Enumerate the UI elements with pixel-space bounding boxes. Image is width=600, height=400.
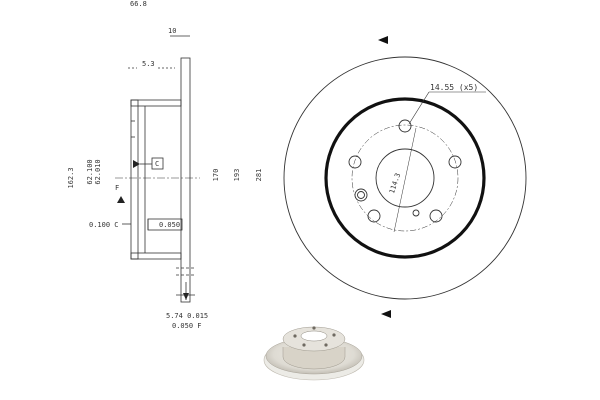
locating-hole bbox=[354, 188, 368, 202]
dim-bore-min: 62.010 bbox=[94, 159, 102, 184]
disc-bolt-hole bbox=[332, 333, 336, 337]
dim-hat-depth: 10 bbox=[168, 27, 176, 35]
friction-ring-section bbox=[180, 57, 191, 303]
tol-thickness: 5.74 0.015 bbox=[166, 312, 208, 320]
disc-hat-wall bbox=[282, 347, 346, 370]
disc-bolt-hole bbox=[324, 343, 328, 347]
datum-f-label: F bbox=[115, 184, 119, 192]
center-bore bbox=[375, 148, 435, 208]
tol-flatness: 0.050 bbox=[159, 221, 180, 229]
tol-runout-c: 0.100 C bbox=[89, 221, 119, 229]
bolt-hole bbox=[429, 209, 443, 223]
section-view: 66.8 10 5.3 162.3 62.100 62.010 170 193 … bbox=[67, 0, 263, 330]
rotor-outer-circle bbox=[283, 56, 527, 300]
leader-line bbox=[408, 91, 430, 125]
disc-3d-thumbnail bbox=[263, 326, 365, 381]
bolt-hole bbox=[367, 209, 381, 223]
front-pcd: 114.3 bbox=[388, 172, 402, 195]
leader-line bbox=[393, 127, 417, 233]
datum-f-marker-icon bbox=[117, 196, 125, 203]
bolt-hole bbox=[398, 119, 412, 133]
front-view: 114.3 14.55 (x5) bbox=[283, 36, 527, 318]
dim-friction-id: 193 bbox=[233, 169, 241, 182]
locating-hole-inner bbox=[357, 191, 365, 199]
screw-hole bbox=[412, 209, 420, 217]
disc-bolt-hole bbox=[302, 343, 306, 347]
hat-top-wall bbox=[130, 99, 182, 107]
dim-hat-od: 170 bbox=[212, 169, 220, 182]
disc-bolt-hole bbox=[293, 334, 297, 338]
datum-c-box bbox=[151, 157, 164, 170]
arrow-left-icon bbox=[381, 310, 391, 318]
dim-outer-dia: 281 bbox=[255, 169, 263, 182]
disc-center-bore bbox=[300, 330, 328, 342]
dim-overall-width: 66.8 bbox=[130, 0, 147, 8]
tol-parallel-f: 0.050 F bbox=[172, 322, 202, 330]
datum-c-marker-icon bbox=[133, 160, 140, 168]
front-bolt-holes: 14.55 (x5) bbox=[430, 83, 478, 92]
bolt-hole bbox=[348, 155, 362, 169]
datum-c-label: C bbox=[155, 160, 159, 168]
bolt-hole bbox=[448, 155, 462, 169]
arrow-down-icon bbox=[183, 293, 189, 300]
hat-mounting-face bbox=[130, 99, 139, 260]
hat-bottom-wall bbox=[130, 252, 182, 260]
pcd-circle bbox=[351, 124, 459, 232]
disc-bolt-hole bbox=[312, 326, 316, 330]
dim-rotor-thickness: 5.3 bbox=[142, 60, 155, 68]
arrow-left-icon bbox=[378, 36, 388, 44]
dim-hat-dia: 162.3 bbox=[67, 167, 75, 188]
friction-ring-inner bbox=[324, 97, 486, 259]
dim-bore-max: 62.100 bbox=[86, 159, 94, 184]
